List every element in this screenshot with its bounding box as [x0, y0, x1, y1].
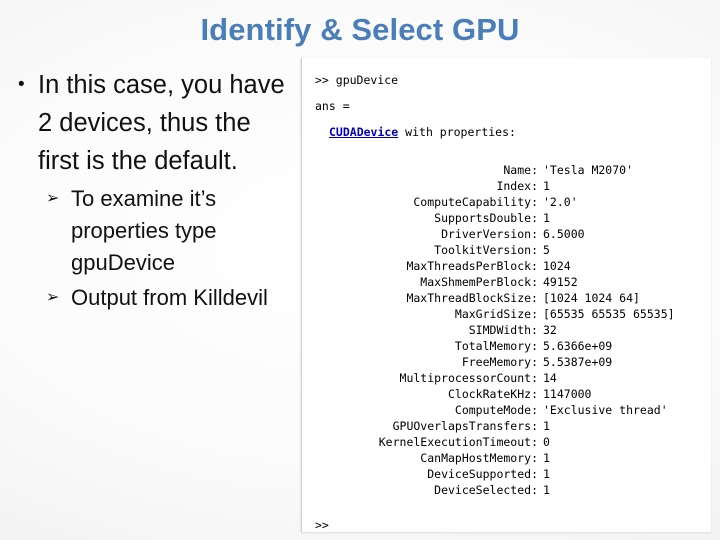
bullet-dot-icon: • — [18, 74, 25, 95]
device-property-key: ClockRateKHz: — [447, 387, 538, 401]
device-property-row: TotalMemory: 5.6366e+09 — [302, 338, 711, 354]
device-property-row: FreeMemory: 5.5387e+09 — [302, 354, 711, 370]
device-property-value: 49152 — [543, 275, 578, 289]
device-property-value: 1 — [543, 419, 550, 433]
device-property-value: '2.0' — [543, 195, 578, 209]
device-property-key: SIMDWidth: — [468, 323, 538, 337]
device-property-value: 5.6366e+09 — [543, 339, 613, 353]
console-class-header: CUDADevice with properties: — [329, 124, 516, 140]
device-property-key: MaxThreadsPerBlock: — [406, 259, 538, 273]
device-property-value: 1 — [543, 211, 550, 225]
device-property-key: TotalMemory: — [454, 339, 538, 353]
device-property-key: MultiprocessorCount: — [399, 371, 538, 385]
device-property-row: ClockRateKHz: 1147000 — [302, 386, 711, 402]
device-property-row: ComputeCapability: '2.0' — [302, 194, 711, 210]
console-end-prompt: >> — [315, 518, 329, 532]
device-property-row: MaxThreadsPerBlock: 1024 — [302, 258, 711, 274]
device-property-key: SupportsDouble: — [434, 211, 538, 225]
device-property-value: 'Tesla M2070' — [543, 163, 634, 177]
device-property-value: 5 — [543, 243, 550, 257]
device-property-key: CanMapHostMemory: — [420, 451, 538, 465]
device-property-key: ComputeCapability: — [413, 195, 538, 209]
device-property-value: 'Exclusive thread' — [543, 403, 668, 417]
bullet-sub-2-text: Output from Killdevil — [71, 285, 268, 310]
bullet-list: • In this case, you have 2 devices, thus… — [8, 66, 298, 314]
arrow-bullet-icon: ➢ — [46, 289, 60, 306]
bullet-item-main: • In this case, you have 2 devices, thus… — [8, 66, 298, 180]
device-property-row: Name: 'Tesla M2070' — [302, 162, 711, 178]
bullet-item-sub-2: ➢ Output from Killdevil — [8, 282, 298, 314]
device-property-row: CanMapHostMemory: 1 — [302, 450, 711, 466]
device-property-key: GPUOverlapsTransfers: — [392, 419, 538, 433]
device-property-key: ToolkitVersion: — [434, 243, 538, 257]
device-property-row: SIMDWidth: 32 — [302, 322, 711, 338]
device-property-row: GPUOverlapsTransfers: 1 — [302, 418, 711, 434]
device-property-row: MaxShmemPerBlock: 49152 — [302, 274, 711, 290]
device-property-row: ComputeMode: 'Exclusive thread' — [302, 402, 711, 418]
device-property-key: ComputeMode: — [454, 403, 538, 417]
bullet-item-sub-1: ➢ To examine it’s properties type gpuDev… — [8, 183, 298, 279]
console-class-header-suffix: with properties: — [398, 125, 516, 139]
device-property-value: 1147000 — [543, 387, 592, 401]
cudadevice-link[interactable]: CUDADevice — [329, 125, 399, 139]
device-property-key: FreeMemory: — [461, 355, 538, 369]
device-property-key: DeviceSupported: — [427, 467, 538, 481]
device-property-value: 1 — [543, 467, 550, 481]
device-property-value: 5.5387e+09 — [543, 355, 613, 369]
device-property-row: MultiprocessorCount: 14 — [302, 370, 711, 386]
device-property-key: KernelExecutionTimeout: — [378, 435, 538, 449]
device-property-value: 6.5000 — [543, 227, 585, 241]
device-property-row: DeviceSelected: 1 — [302, 482, 711, 498]
console-command-line: >> gpuDevice — [315, 73, 399, 87]
device-property-key: Index: — [496, 179, 538, 193]
device-property-row: DriverVersion: 6.5000 — [302, 226, 711, 242]
device-property-value: [65535 65535 65535] — [543, 307, 675, 321]
device-property-value: 1 — [543, 483, 550, 497]
console-ans-line: ans = — [315, 99, 350, 113]
device-property-row: SupportsDouble: 1 — [302, 210, 711, 226]
bullet-sub-1-text: To examine it’s properties type gpuDevic… — [71, 186, 217, 275]
device-property-value: 1 — [543, 179, 550, 193]
device-property-row: Index: 1 — [302, 178, 711, 194]
device-property-key: Name: — [503, 163, 538, 177]
device-property-key: DriverVersion: — [441, 227, 538, 241]
device-property-key: MaxShmemPerBlock: — [420, 275, 538, 289]
device-property-key: MaxGridSize: — [454, 307, 538, 321]
device-property-value: 1024 — [543, 259, 571, 273]
arrow-bullet-icon: ➢ — [46, 190, 60, 207]
matlab-console-panel[interactable]: >> gpuDevice ans = CUDADevice with prope… — [301, 58, 711, 532]
device-property-key: MaxThreadBlockSize: — [406, 291, 538, 305]
device-property-row: MaxThreadBlockSize: [1024 1024 64] — [302, 290, 711, 306]
device-property-row: MaxGridSize: [65535 65535 65535] — [302, 306, 711, 322]
device-property-row: DeviceSupported: 1 — [302, 466, 711, 482]
device-property-row: KernelExecutionTimeout: 0 — [302, 434, 711, 450]
device-property-value: 32 — [543, 323, 557, 337]
device-property-value: 14 — [543, 371, 557, 385]
bullet-main-text: In this case, you have 2 devices, thus t… — [38, 71, 285, 175]
device-property-value: 1 — [543, 451, 550, 465]
device-property-row: ToolkitVersion: 5 — [302, 242, 711, 258]
device-property-value: 0 — [543, 435, 550, 449]
page-title: Identify & Select GPU — [200, 12, 520, 47]
device-property-value: [1024 1024 64] — [543, 291, 640, 305]
device-property-key: DeviceSelected: — [434, 483, 538, 497]
